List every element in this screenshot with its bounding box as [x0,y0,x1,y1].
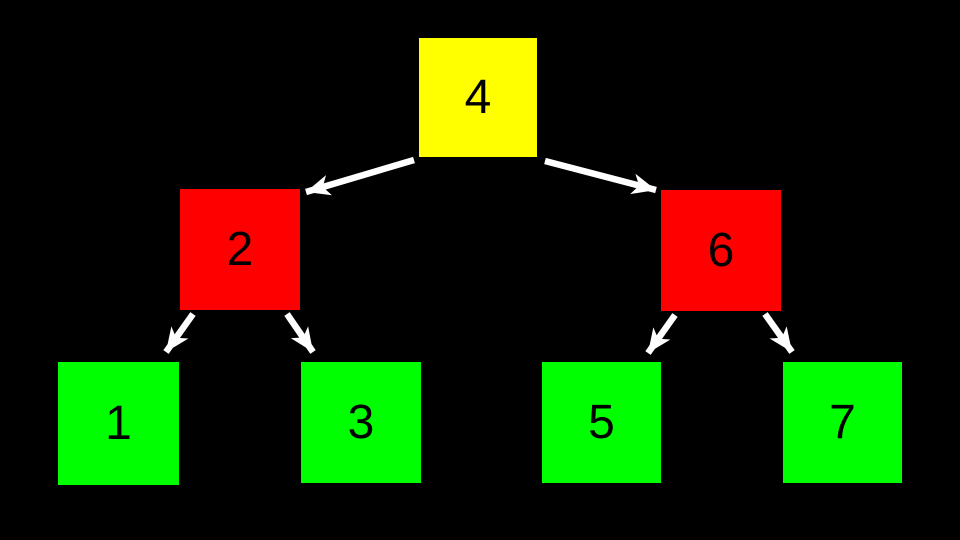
tree-node-1: 1 [58,362,179,485]
tree-node-5: 5 [542,362,661,483]
edge-4-6 [544,157,657,195]
tree-node-4: 4 [419,38,537,157]
node-label-1: 1 [105,396,132,450]
node-label-6: 6 [707,223,735,277]
node-label-2: 2 [226,222,254,276]
node-label-4: 4 [464,70,492,124]
edge-2-3 [284,312,316,354]
node-label-3: 3 [347,395,375,449]
edge-6-5 [645,313,678,355]
edge-6-7 [762,312,795,354]
tree-node-6: 6 [661,190,781,311]
node-label-7: 7 [829,395,856,449]
tree-node-2: 2 [180,189,300,310]
tree-node-7: 7 [783,362,902,483]
tree-node-3: 3 [301,362,421,483]
node-label-5: 5 [588,395,615,449]
edge-4-2 [305,156,415,196]
edge-2-1 [163,312,196,354]
